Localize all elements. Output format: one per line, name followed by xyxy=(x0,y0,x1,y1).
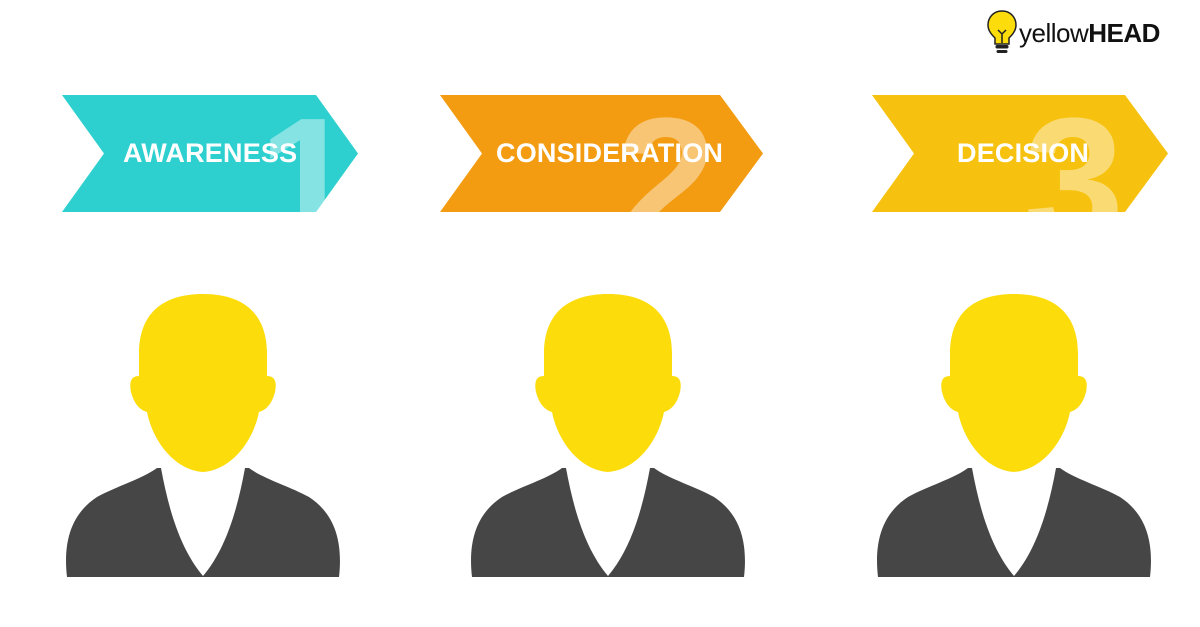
person-icon xyxy=(877,294,1151,577)
brand-logo: yellowHEAD xyxy=(985,8,1195,56)
stage-number: 3 xyxy=(1024,95,1124,212)
stage-arrow-shape xyxy=(440,95,763,212)
stage-label: DECISION xyxy=(957,138,1090,168)
person-icon xyxy=(471,294,745,577)
brand-name: yellowHEAD xyxy=(1019,18,1160,48)
brand-name-bold: HEAD xyxy=(1088,18,1160,48)
stage-arrow-shape xyxy=(62,95,358,212)
stage-awareness: 1 AWARENESS xyxy=(62,95,358,212)
stage-label: AWARENESS xyxy=(123,138,298,168)
person-icon xyxy=(66,294,340,577)
stage-arrow-shape xyxy=(872,95,1168,212)
stage-decision: 3 DECISION xyxy=(872,95,1168,212)
stage-label: CONSIDERATION xyxy=(496,138,724,168)
lightbulb-icon xyxy=(987,10,1017,53)
stage-consideration: 2 CONSIDERATION xyxy=(440,95,763,212)
stage-number: 2 xyxy=(616,95,716,212)
brand-name-light: yellow xyxy=(1019,18,1089,48)
